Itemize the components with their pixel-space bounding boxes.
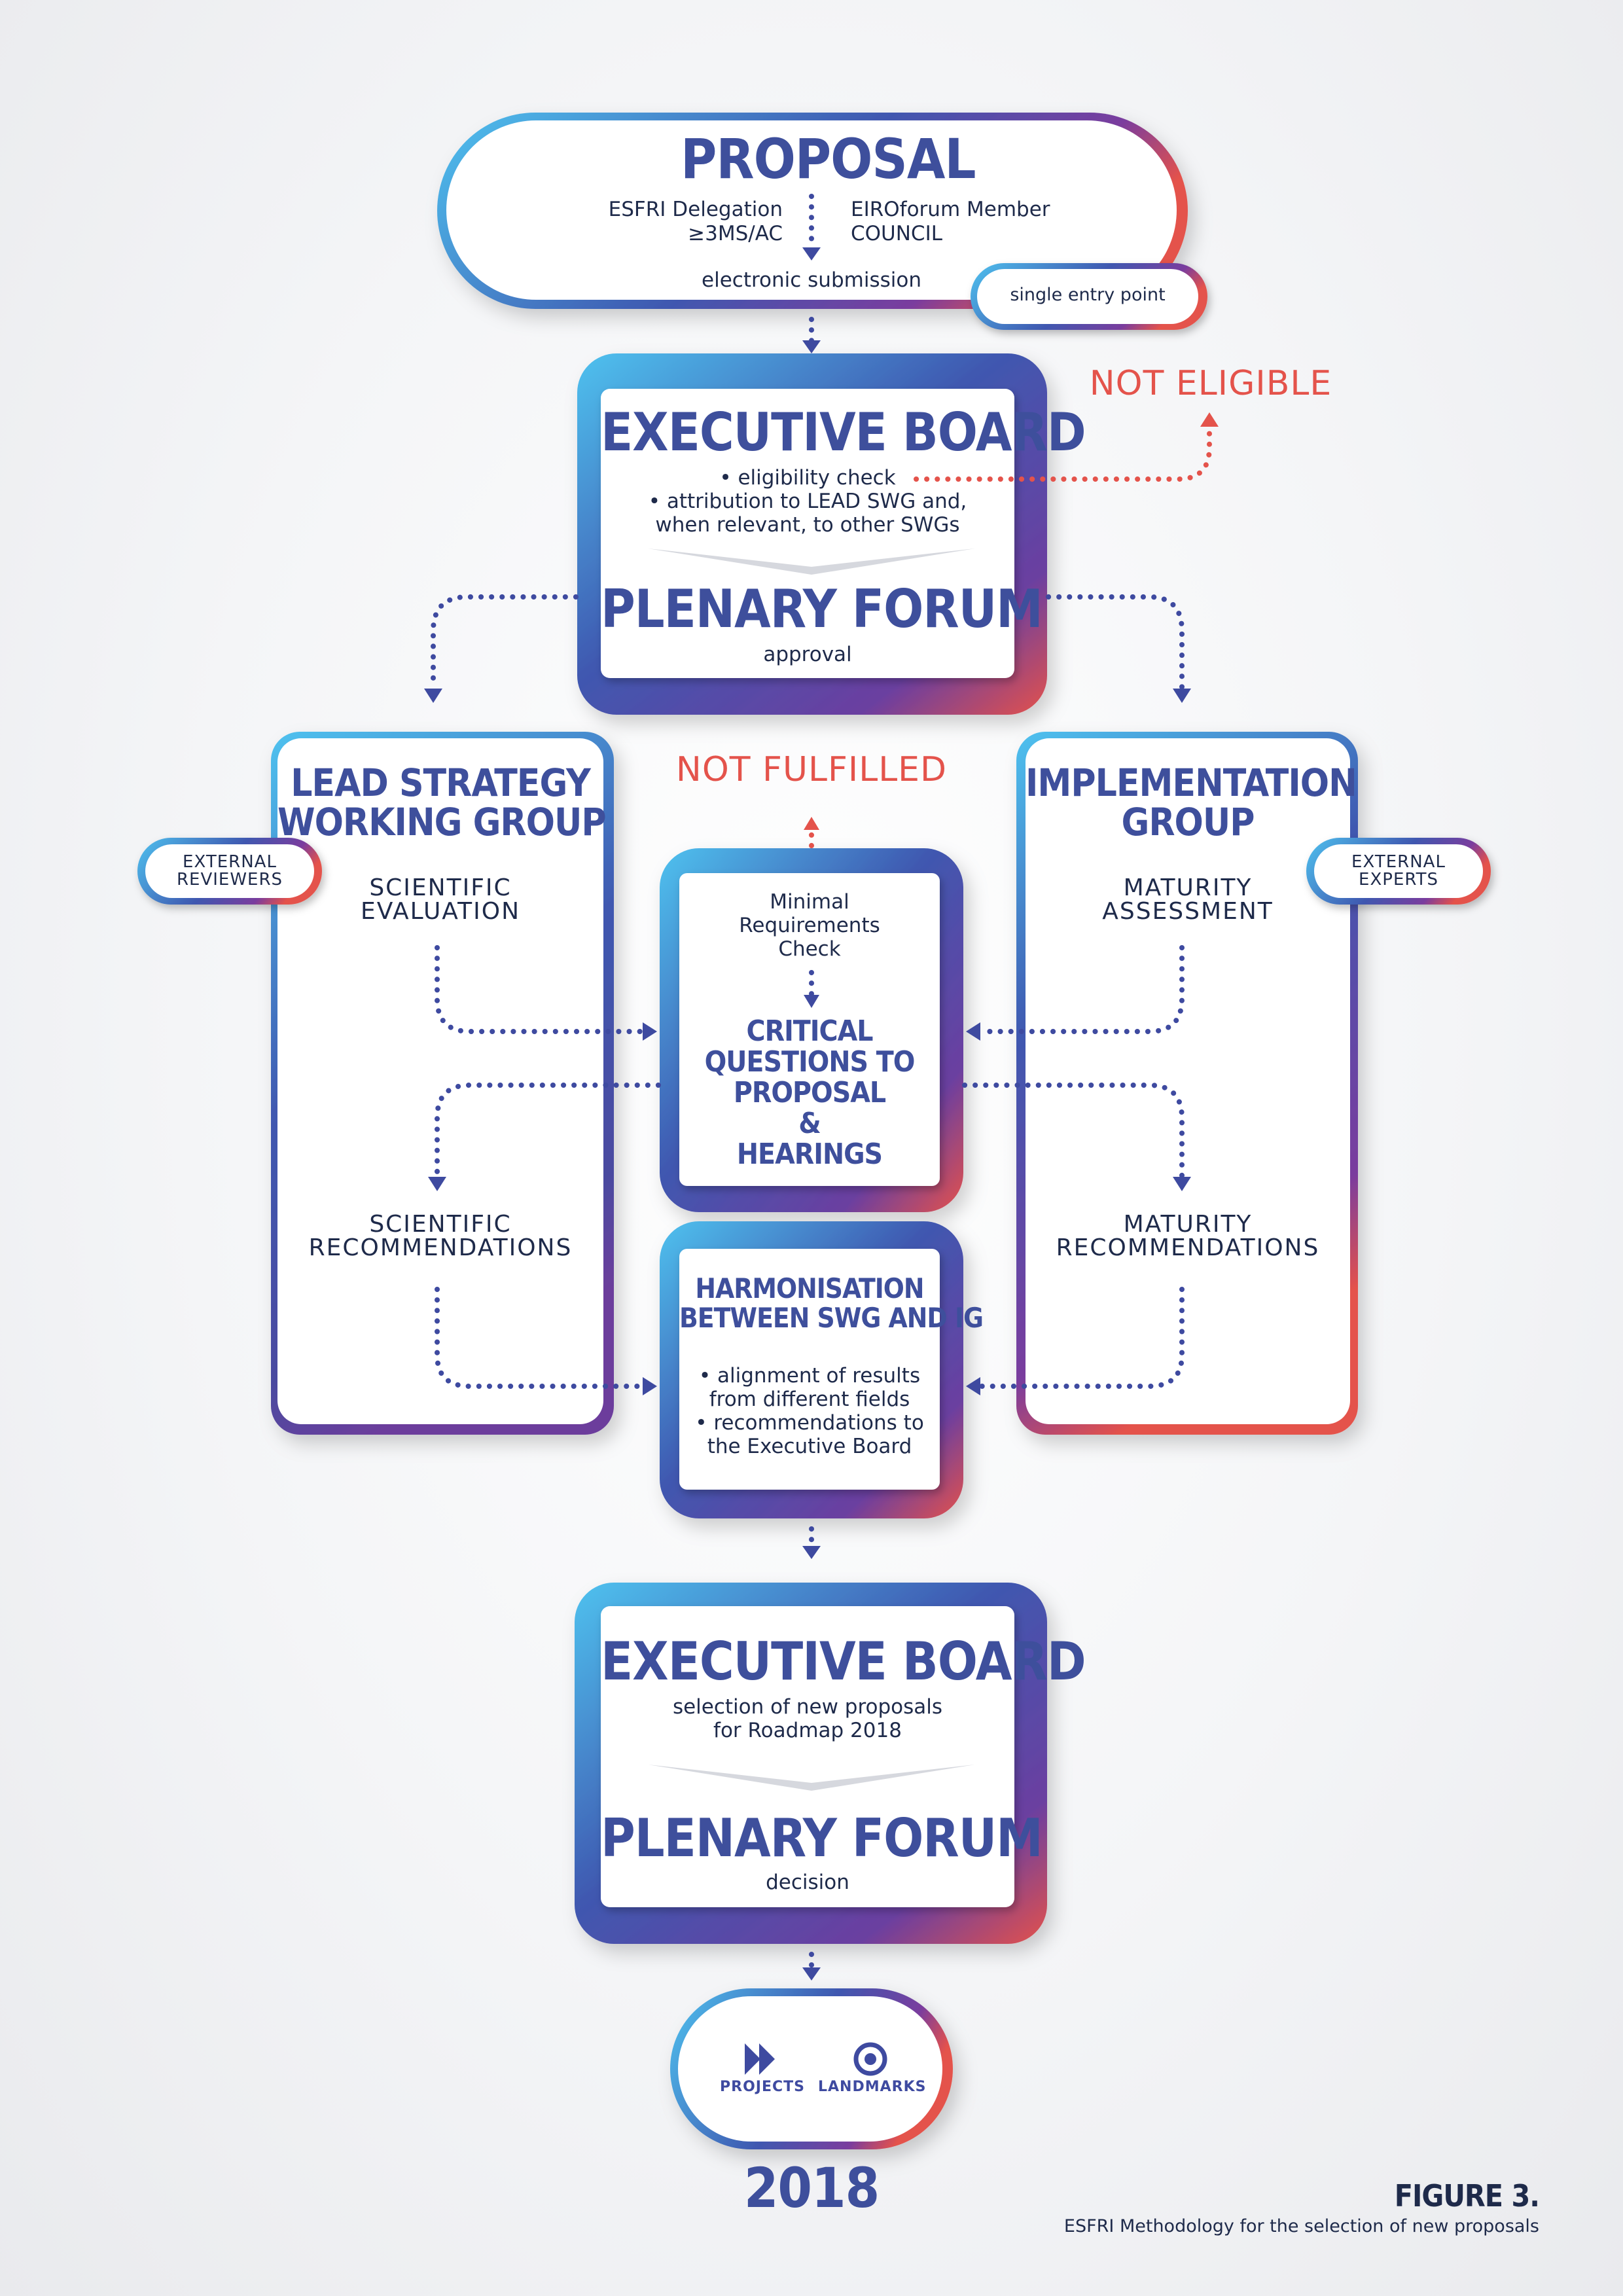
arrowhead (643, 1022, 657, 1041)
target-icon (853, 2042, 887, 2076)
board1-title: EXECUTIVE BOARD (601, 402, 1086, 463)
lead-swg-title-line1: LEAD STRATEGY (291, 761, 591, 805)
board1-forum-title: PLENARY FORUM (601, 579, 1043, 639)
fast-forward-icon (745, 2043, 775, 2075)
sci-eval-line1: SCIENTIFIC (369, 874, 512, 901)
arrowhead (802, 1546, 821, 1559)
harmonisation-bullet1: • alignment of results (698, 1364, 921, 1388)
arrowhead (966, 1377, 980, 1395)
maturity-rec-line2: RECOMMENDATIONS (1056, 1234, 1320, 1261)
harmonisation-bullet1-cont: from different fields (709, 1388, 910, 1411)
not-fulfilled-label: NOT FULFILLED (675, 750, 948, 789)
sci-eval-to-check-line (435, 945, 644, 1034)
ig-title-line2: GROUP (1121, 800, 1255, 844)
not-eligible-label: NOT ELIGIBLE (1089, 364, 1332, 403)
check-box-frame (660, 848, 963, 1212)
arrowhead-red (1200, 412, 1219, 427)
board1-bullet-attribution-cont: when relevant, to other SWGs (655, 513, 960, 537)
landmarks-label: LANDMARKS (818, 2079, 927, 2095)
harmonisation-bullet2-cont: the Executive Board (707, 1435, 912, 1458)
board1-frame (577, 353, 1047, 715)
proposal-pill (437, 113, 1188, 309)
maturity-rec-line1: MATURITY (1123, 1211, 1253, 1238)
critical-questions-line4: & (798, 1107, 821, 1140)
arrowhead (424, 689, 442, 703)
proposal-source-right-line2: COUNCIL (851, 222, 942, 245)
board2-forum-sub: decision (766, 1871, 849, 1894)
board1-to-lead-line (431, 594, 579, 690)
arrowhead (802, 1967, 821, 1981)
board1-forum-sub: approval (763, 643, 852, 666)
figure-label: FIGURE 3. (1394, 2178, 1540, 2214)
maturity-assess-line2: ASSESSMENT (1102, 898, 1274, 925)
check-line3: Check (778, 937, 841, 961)
projects-label: PROJECTS (720, 2079, 805, 2095)
lead-swg-title-line2: WORKING GROUP (277, 800, 607, 844)
figure-caption: ESFRI Methodology for the selection of n… (1063, 2216, 1539, 2236)
board2-line2: for Roadmap 2018 (713, 1719, 902, 1742)
sci-rec-line1: SCIENTIFIC (369, 1211, 512, 1238)
check-line2: Requirements (739, 914, 880, 937)
arrowhead (643, 1377, 657, 1395)
critical-questions-line5: HEARINGS (736, 1138, 883, 1171)
board2-forum-title: PLENARY FORUM (601, 1808, 1043, 1869)
arrowhead (802, 340, 821, 353)
arrowhead (1173, 689, 1191, 703)
maturity-rec-to-harmonisation-line (979, 1287, 1185, 1389)
critical-questions-line3: PROPOSAL (733, 1076, 886, 1109)
external-reviewers-line2: REVIEWERS (176, 870, 283, 889)
critical-questions-line2: QUESTIONS TO (704, 1045, 916, 1079)
arrowhead (428, 1177, 446, 1191)
harmonisation-title-line1: HARMONISATION (695, 1272, 924, 1304)
arrowhead (1173, 1177, 1191, 1191)
check-to-sci-rec-line (435, 1083, 661, 1178)
external-experts-badge-frame (1306, 838, 1491, 905)
sci-rec-to-harmonisation-line (435, 1287, 644, 1389)
board1-bullet-eligibility: • eligibility check (719, 466, 896, 490)
check-line1: Minimal (770, 890, 849, 914)
sci-eval-line2: EVALUATION (360, 898, 520, 925)
lead-swg-panel (271, 732, 614, 1435)
maturity-assess-line1: MATURITY (1123, 874, 1253, 901)
proposal-source-right-line1: EIROforum Member (851, 198, 1050, 221)
harmonisation-bullet2: • recommendations to (695, 1411, 924, 1435)
arrowhead-red (804, 817, 819, 830)
check-to-maturity-rec-line (962, 1083, 1185, 1178)
harmonisation-title-line2: BETWEEN SWG AND IG (679, 1302, 984, 1334)
arrowhead (966, 1022, 980, 1041)
proposal-source-left-line2: ≥3MS/AC (688, 222, 783, 245)
ig-title-line1: IMPLEMENTATION (1026, 761, 1357, 805)
external-experts-line1: EXTERNAL (1351, 852, 1446, 872)
board1-bullet-attribution: • attribution to LEAD SWG and, (648, 490, 967, 513)
harmonisation-box-frame (660, 1221, 963, 1518)
board2-line1: selection of new proposals (672, 1695, 943, 1719)
entry-point-badge (971, 263, 1207, 330)
maturity-assess-to-check-line (979, 945, 1185, 1034)
proposal-submission: electronic submission (702, 268, 921, 292)
external-reviewers-badge-frame (137, 838, 322, 905)
board2-frame (575, 1583, 1047, 1944)
arrowhead (802, 247, 821, 260)
sci-rec-line2: RECOMMENDATIONS (308, 1234, 573, 1261)
critical-questions-line1: CRITICAL (746, 1014, 874, 1048)
not-eligible-line (914, 424, 1212, 482)
proposal-source-left-line1: ESFRI Delegation (608, 198, 783, 221)
proposal-title: PROPOSAL (681, 127, 976, 191)
outcome-pill (670, 1988, 953, 2149)
arrowhead (804, 995, 819, 1008)
board2-title: EXECUTIVE BOARD (601, 1631, 1086, 1692)
external-reviewers-line1: EXTERNAL (183, 852, 277, 872)
ig-panel (1016, 732, 1358, 1435)
entry-point-label: single entry point (1010, 285, 1166, 305)
external-experts-line2: EXPERTS (1359, 870, 1438, 889)
outcome-year: 2018 (743, 2156, 880, 2220)
board1-to-ig-line (1046, 594, 1185, 690)
